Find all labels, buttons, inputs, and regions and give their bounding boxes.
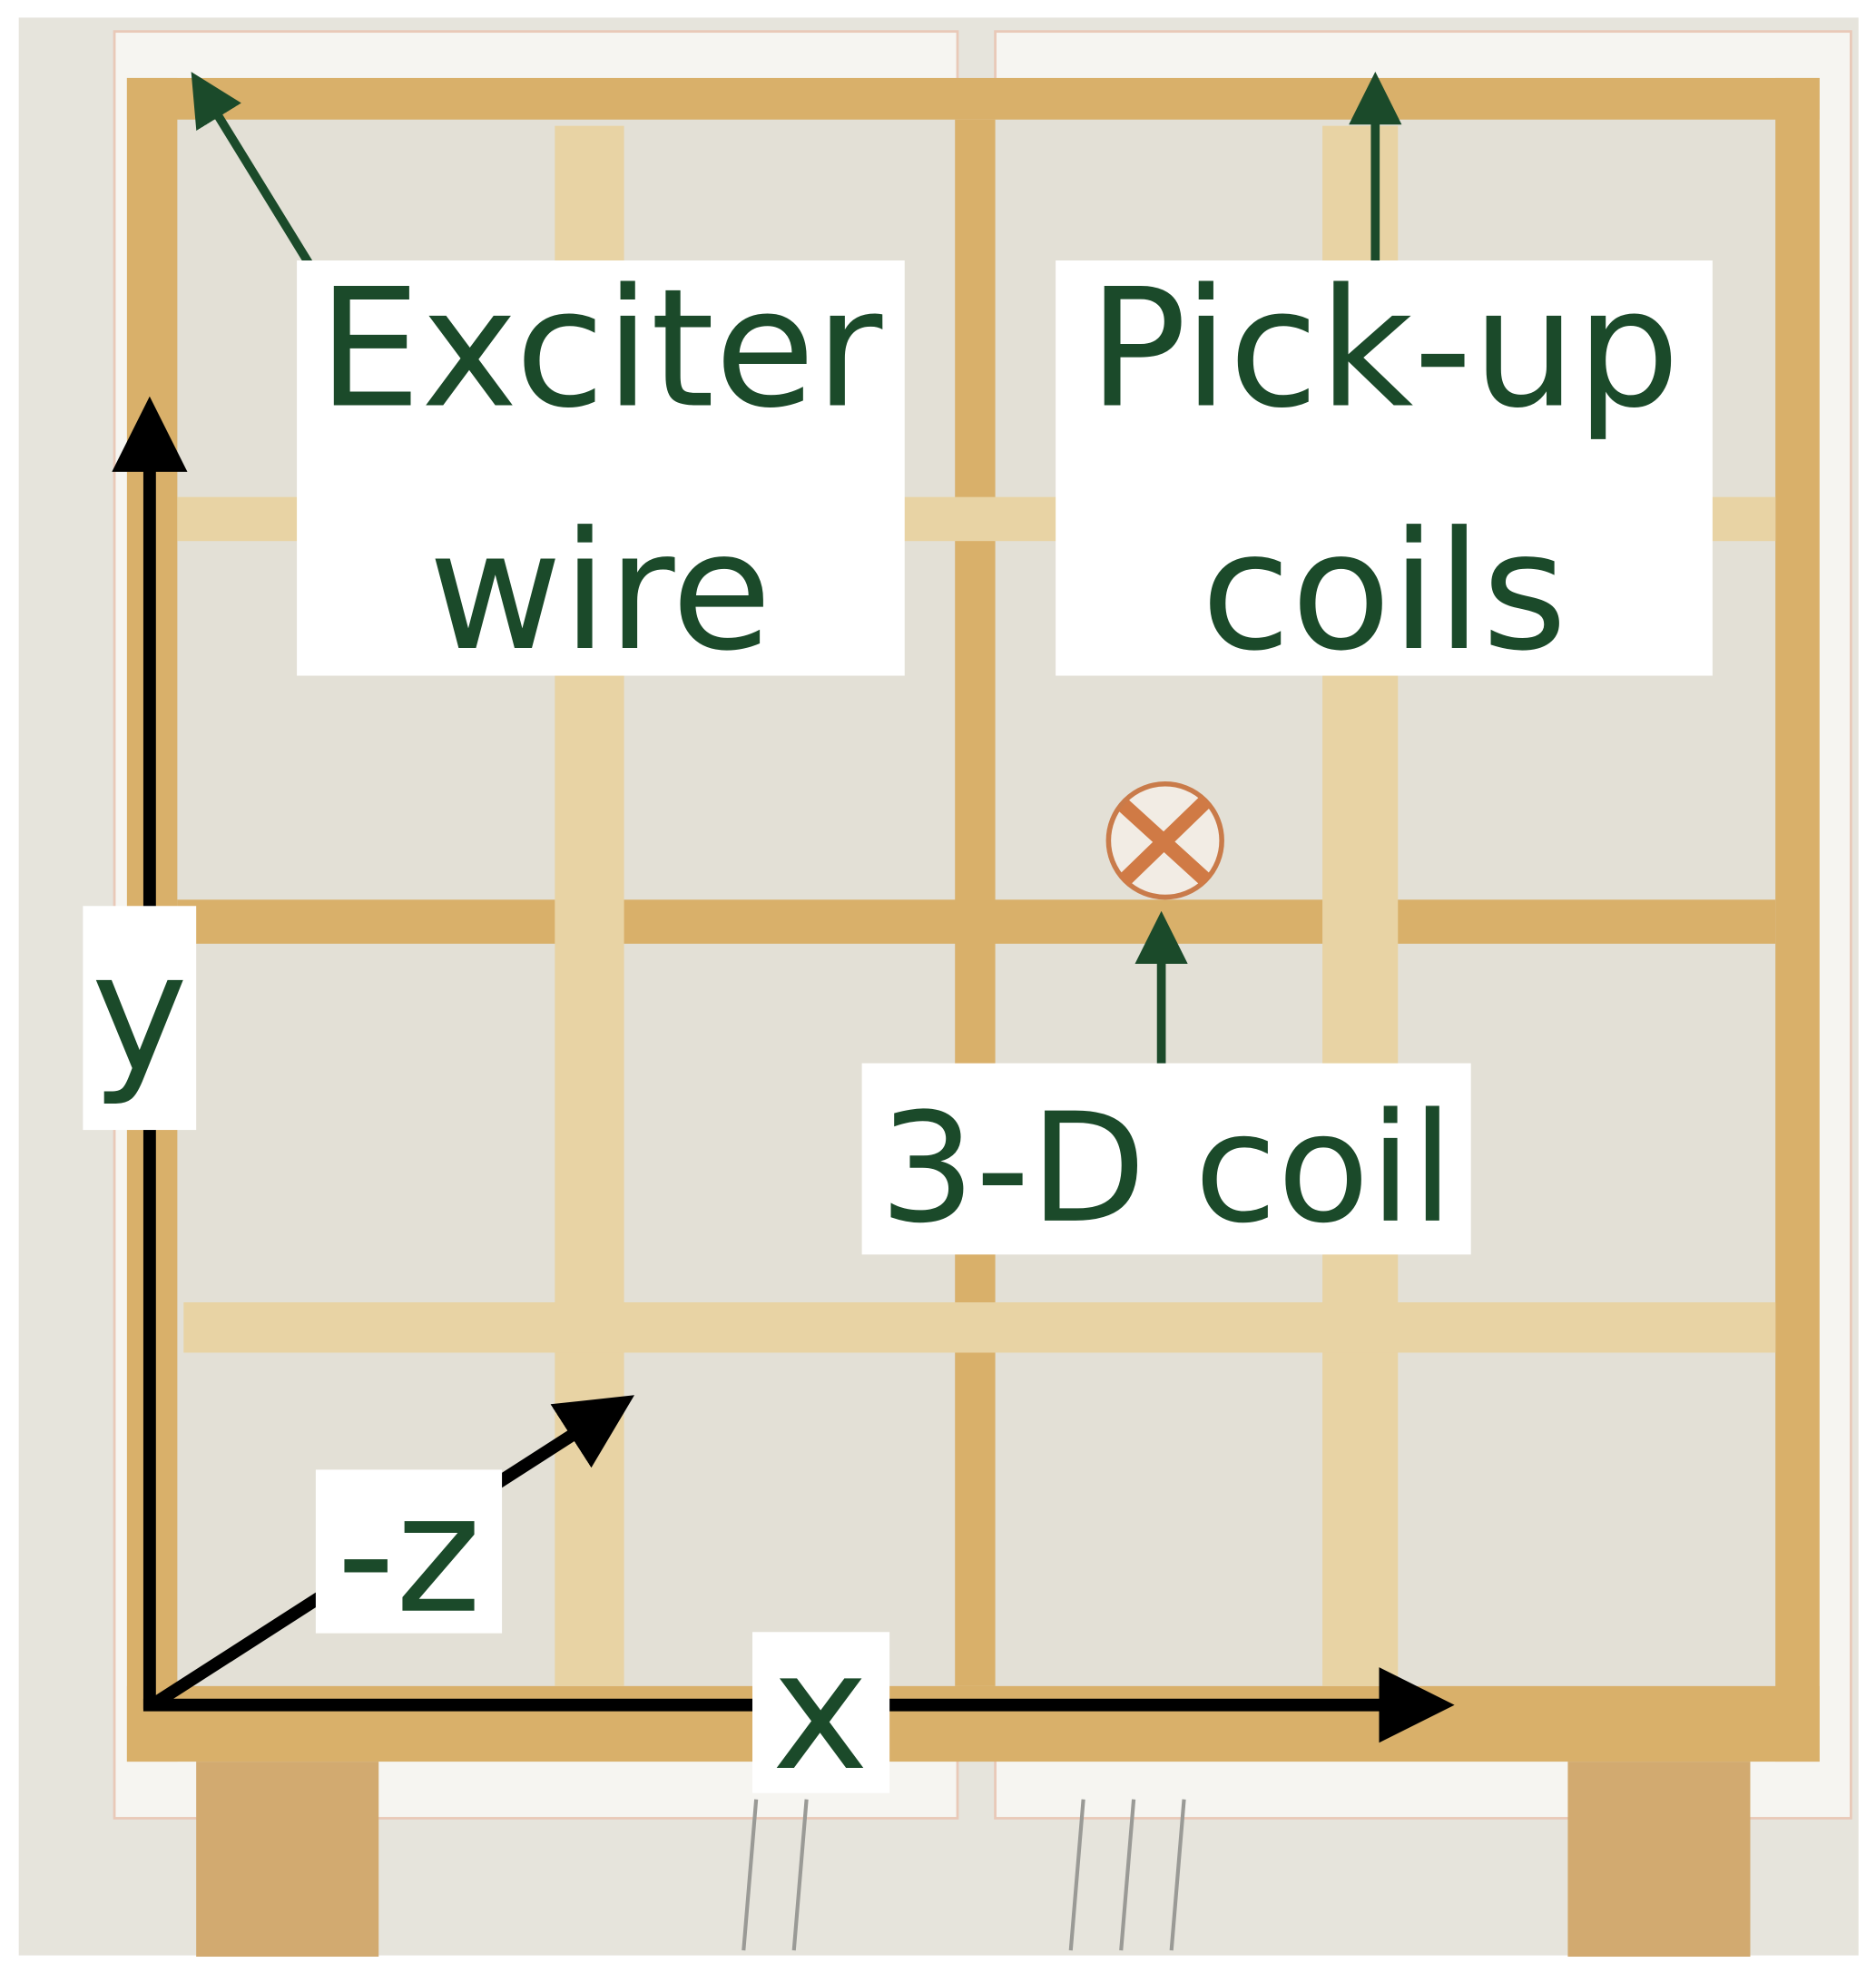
pickup-label-line2: coils	[1201, 496, 1567, 687]
x-axis-label: x	[751, 1616, 890, 1807]
pickup-label-line1: Pick-up	[1088, 253, 1680, 444]
z-axis-label: -z	[315, 1459, 503, 1650]
wires-under-shelf	[742, 1799, 1186, 1951]
coil3d-label-text: 3-D coil	[879, 1082, 1454, 1257]
3d-coil-label: 3-D coil	[861, 1063, 1471, 1257]
shelf-legs	[196, 1762, 1751, 1957]
x-label-text: x	[772, 1616, 869, 1807]
pickup-coils-label: Pick-up coils	[1056, 253, 1713, 687]
exciter-arrow	[191, 72, 314, 267]
exciter-label-line2: wire	[428, 496, 772, 687]
exciter-label-line1: Exciter	[318, 253, 883, 444]
3d-coil-object	[1105, 781, 1224, 900]
y-label-text: y	[91, 918, 188, 1109]
y-axis-label: y	[83, 906, 197, 1131]
z-label-text: -z	[337, 1459, 482, 1650]
exciter-wire-label: Exciter wire	[297, 253, 905, 687]
